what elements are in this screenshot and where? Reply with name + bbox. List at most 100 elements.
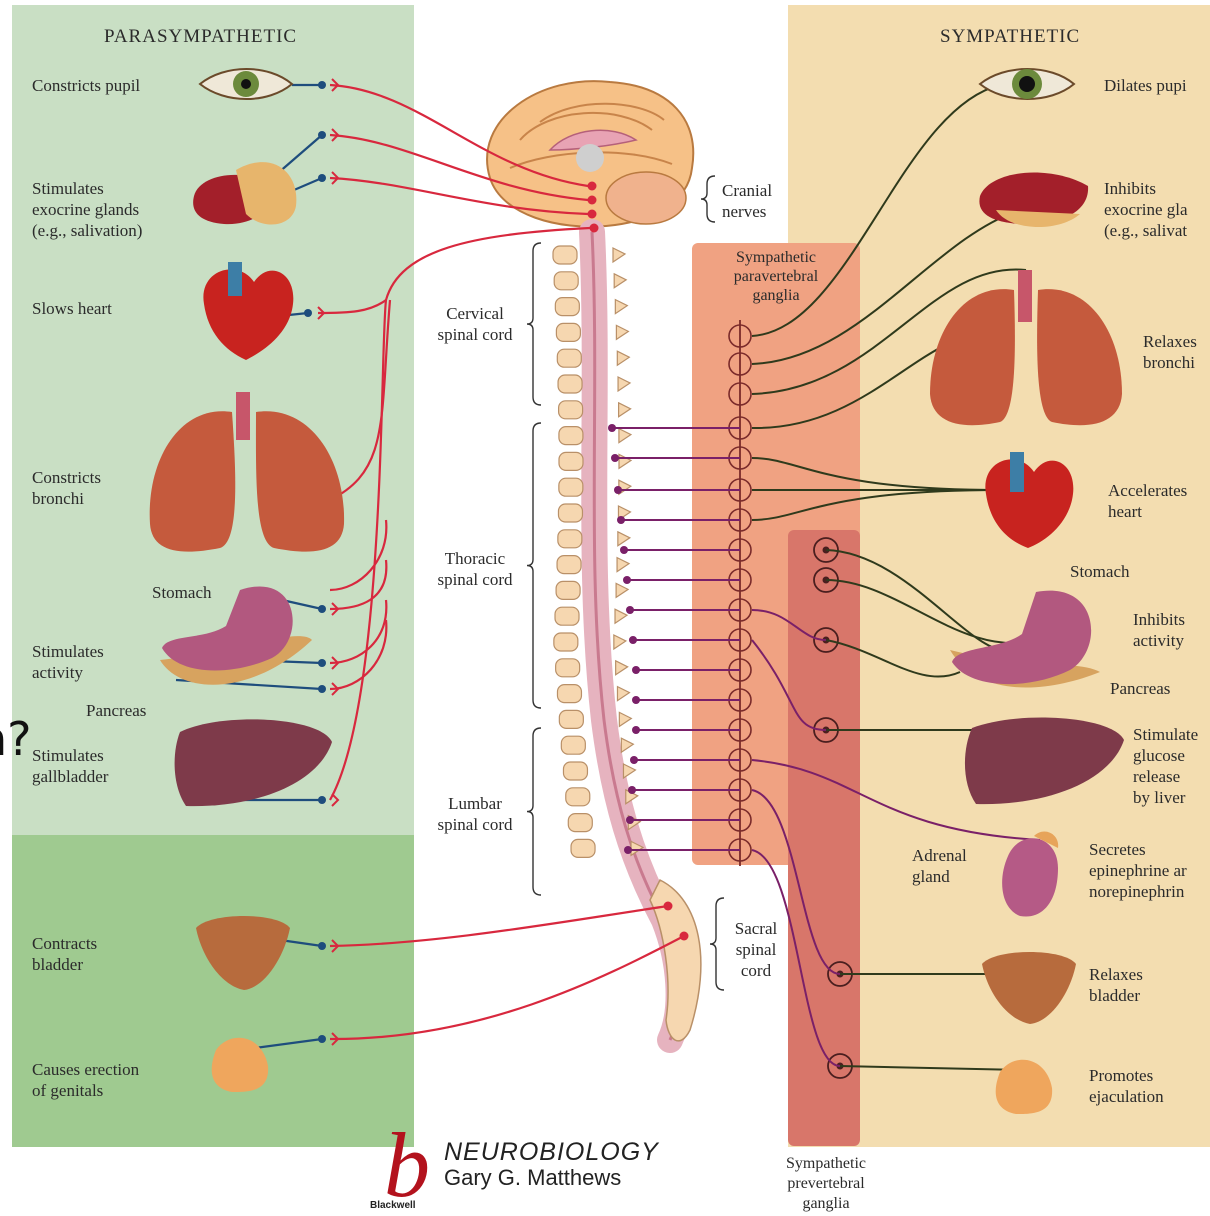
vertebra-process [618, 377, 630, 391]
vertebra-process [616, 661, 628, 675]
parasympathetic-ganglion [318, 81, 326, 89]
stomach-label-left: Stomach [152, 582, 212, 603]
vertebra [554, 633, 578, 651]
vertebra-process [617, 558, 629, 572]
vertebra-process [618, 532, 630, 546]
cervical-spinal-cord-label: Cervical spinal cord [425, 303, 525, 345]
book-author: Gary G. Matthews [444, 1165, 621, 1191]
adrenal-gland-label: Adrenal gland [912, 845, 967, 887]
vertebra-process [617, 351, 629, 365]
vertebra [566, 788, 590, 806]
vertebra-process [621, 738, 633, 752]
vertebra [559, 427, 583, 445]
parasympathetic-ganglion [318, 685, 326, 693]
vertebra [557, 556, 581, 574]
effect-stimulates-activity: Stimulates activity [32, 641, 104, 683]
parasympathetic-ganglion [318, 1035, 326, 1043]
paravertebral-ganglia-label: Sympathetic paravertebral ganglia [708, 248, 844, 305]
vertebra [555, 298, 579, 316]
vertebra-process [623, 764, 635, 778]
effect-constricts-pupil: Constricts pupil [32, 75, 140, 96]
vertebra-process [615, 609, 627, 623]
cranial-brace [701, 176, 715, 222]
parasympathetic-ganglion [318, 605, 326, 613]
vertebra [556, 323, 580, 341]
effect-inhibits-activity: Inhibits activity [1133, 609, 1185, 651]
lumbar-spinal-cord-label: Lumbar spinal cord [425, 793, 525, 835]
vertebra-process [619, 403, 631, 417]
effect-secretes-epinephrine: Secretes epinephrine ar norepinephrin [1089, 839, 1187, 902]
effect-constricts-bronchi: Constricts bronchi [32, 467, 101, 509]
vertebra [555, 607, 579, 625]
parasympathetic-ganglion [318, 131, 326, 139]
parasympathetic-ganglion [318, 659, 326, 667]
pancreas-label-right: Pancreas [1110, 678, 1170, 699]
thoracic-spinal-cord-label: Thoracic spinal cord [425, 548, 525, 590]
spinal-section-brace [527, 243, 541, 405]
vertebra [559, 478, 583, 496]
spinal-section-brace [527, 423, 541, 708]
vertebra [561, 736, 585, 754]
vertebra [554, 272, 578, 290]
cranial-nerve-origin [588, 196, 597, 205]
cranial-nerve-origin [588, 182, 597, 191]
vertebra [559, 452, 583, 470]
effect-promotes-ejaculation: Promotes ejaculation [1089, 1065, 1164, 1107]
prevertebral-ganglia-label: Sympathetic prevertebral ganglia [762, 1154, 890, 1214]
cranial-nerve-origin [590, 224, 599, 233]
vertebra-process [615, 300, 627, 314]
stomach-label-right: Stomach [1070, 561, 1130, 582]
vertebra [558, 504, 582, 522]
vertebra [556, 581, 580, 599]
sacrum [650, 880, 701, 1041]
effect-relaxes-bronchi: Relaxes bronchi [1143, 331, 1197, 373]
parasympathetic-ganglion [304, 309, 312, 317]
effect-inhibits-exocrine-glands: Inhibits exocrine gla (e.g., salivat [1104, 178, 1188, 241]
vertebra-process [617, 687, 629, 701]
vertebra [556, 659, 580, 677]
vertebra [559, 710, 583, 728]
cranial-nerve-origin [588, 210, 597, 219]
effect-slows-heart: Slows heart [32, 298, 112, 319]
vertebra [568, 814, 592, 832]
vertebra-process [613, 248, 625, 262]
vertebra [563, 762, 587, 780]
publisher-name: Blackwell [370, 1200, 416, 1211]
vertebra-process [619, 712, 631, 726]
sympathetic-header: SYMPATHETIC [940, 26, 1080, 48]
effect-dilates-pupil: Dilates pupi [1104, 75, 1187, 96]
spinal-section-brace [527, 728, 541, 895]
vertebra-process [619, 454, 631, 468]
vertebra [557, 349, 581, 367]
vertebra-process [619, 429, 631, 443]
question-mark-overlay: n? [0, 712, 32, 766]
vertebra [557, 685, 581, 703]
effect-contracts-bladder: Contracts bladder [32, 933, 97, 975]
vertebra [558, 530, 582, 548]
vertebra-process [614, 635, 626, 649]
vertebra [558, 375, 582, 393]
salivary-gland-illustration-right [979, 173, 1088, 228]
sacral-spinal-cord-label: Sacral spinal cord [716, 918, 796, 981]
parasympathetic-ganglion [318, 174, 326, 182]
book-title: NEUROBIOLOGY [444, 1138, 659, 1167]
parasympathetic-ganglion [318, 942, 326, 950]
effect-stimulates-gallbladder: Stimulates gallbladder [32, 745, 108, 787]
parasympathetic-ganglion [318, 796, 326, 804]
vertebra-process [616, 583, 628, 597]
effect-stimulates-exocrine-glands: Stimulates exocrine glands (e.g., saliva… [32, 178, 142, 241]
pancreas-label-left: Pancreas [86, 700, 146, 721]
vertebra-process [616, 325, 628, 339]
vertebra [553, 246, 577, 264]
effect-relaxes-bladder: Relaxes bladder [1089, 964, 1143, 1006]
cerebellum [606, 172, 686, 224]
parasympathetic-header: PARASYMPATHETIC [104, 26, 297, 48]
vertebra [571, 839, 595, 857]
cranial-nerves-label: Cranial nerves [722, 180, 772, 222]
brain-illustration [487, 81, 693, 227]
effect-causes-erection: Causes erection of genitals [32, 1059, 139, 1101]
publisher-logo-mark: b [384, 1125, 430, 1205]
vertebra [559, 401, 583, 419]
